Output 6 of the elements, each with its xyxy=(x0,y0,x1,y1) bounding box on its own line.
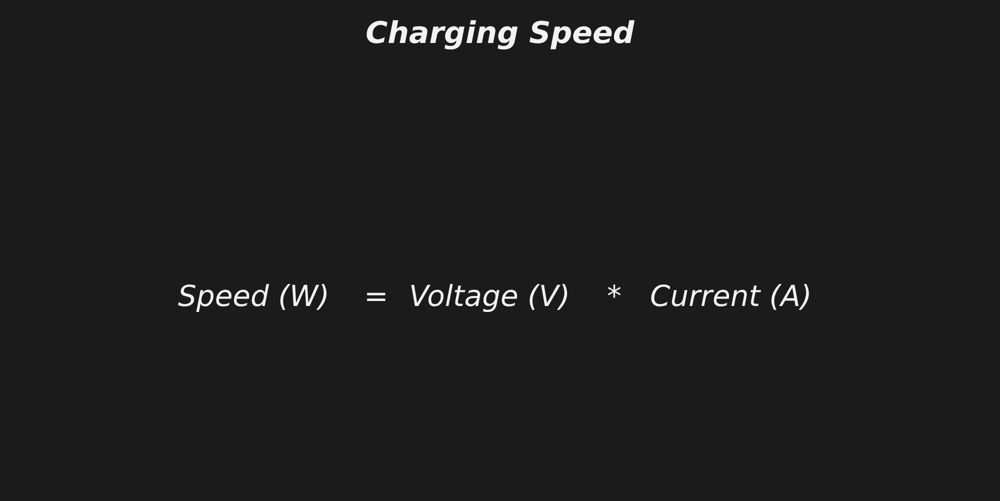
formula-term: Voltage (V) xyxy=(409,278,570,315)
multiply-sign: * xyxy=(607,278,622,315)
equals-sign: = xyxy=(364,278,388,315)
slide-title: Charging Speed xyxy=(366,16,634,51)
formula-term: Current (A) xyxy=(650,278,812,315)
formula-term: Speed (W) xyxy=(178,278,330,315)
